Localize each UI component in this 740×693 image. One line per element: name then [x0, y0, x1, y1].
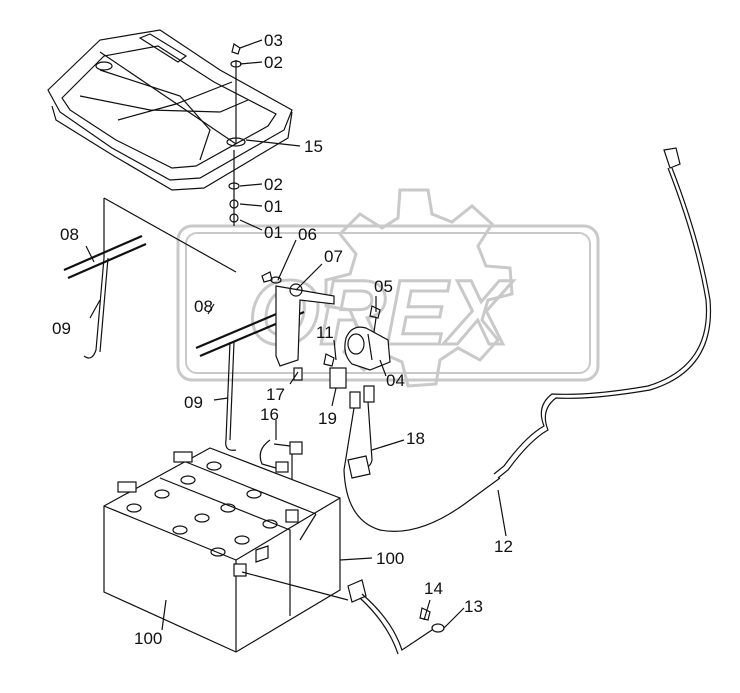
label-01-upper: 01: [264, 197, 283, 216]
label-04: 04: [386, 371, 405, 390]
hold-down-assembly: [103, 197, 335, 451]
label-09-center: 09: [184, 393, 203, 412]
label-100-right: 100: [376, 549, 404, 568]
hold-down-rod-left: [63, 198, 147, 359]
label-05: 05: [374, 277, 393, 296]
ground-cable: [241, 571, 445, 655]
label-12: 12: [494, 537, 513, 556]
label-02-top: 02: [264, 53, 283, 72]
watermark-frame: [176, 224, 600, 382]
label-17: 17: [266, 385, 285, 404]
label-19: 19: [318, 409, 337, 428]
hardware-stack: [99, 43, 242, 226]
label-16: 16: [260, 405, 279, 424]
label-13: 13: [464, 597, 483, 616]
watermark-gear-icon: [324, 188, 514, 388]
label-18: 18: [406, 429, 425, 448]
label-07: 07: [324, 247, 343, 266]
label-11: 11: [316, 323, 334, 342]
label-15: 15: [304, 137, 323, 156]
label-09-left: 09: [52, 319, 71, 338]
label-03: 03: [264, 31, 283, 50]
part-labels: 03 02 15 02 01 01 06 07 08 08 05 09 09 1…: [52, 31, 513, 648]
leader-lines: [85, 39, 507, 631]
wire-harness: [343, 147, 712, 532]
watermark-frame-inner: [185, 232, 591, 374]
battery-pair: [103, 447, 341, 653]
label-02-mid: 02: [264, 175, 283, 194]
label-14: 14: [424, 579, 443, 598]
label-06: 06: [298, 225, 317, 244]
label-08-center: 08: [194, 297, 213, 316]
battery-cover: [47, 29, 293, 191]
label-100-left: 100: [134, 629, 162, 648]
battery-relay: [323, 305, 391, 389]
label-08-left: 08: [60, 225, 79, 244]
label-01-lower: 01: [264, 223, 283, 242]
